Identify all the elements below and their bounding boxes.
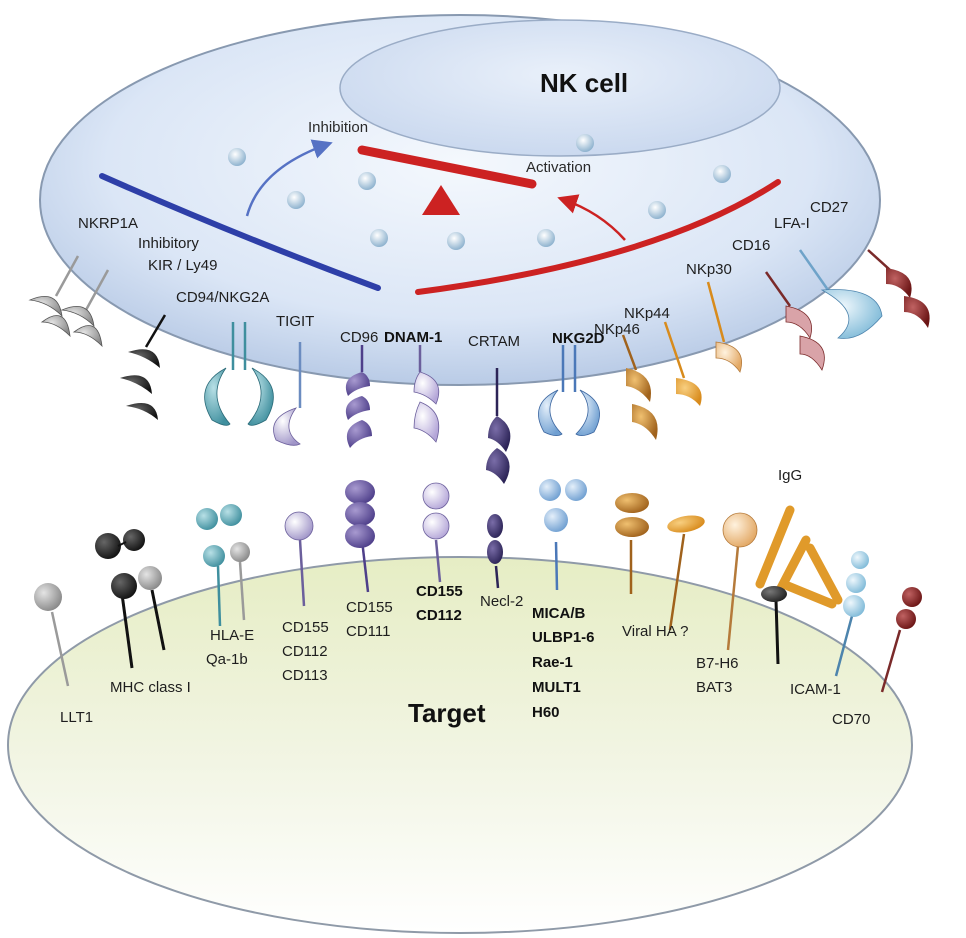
dnam1-receptor — [413, 345, 440, 443]
dnam1-label: DNAM-1 — [384, 329, 442, 346]
viral-ha-label: Viral HA ? — [622, 623, 688, 640]
tigit-label: TIGIT — [276, 313, 314, 330]
tigit-receptor — [273, 342, 302, 446]
tigit-ligand-cd155-label: CD155 — [282, 619, 329, 636]
granule — [370, 229, 388, 247]
bat3-label: BAT3 — [696, 679, 732, 696]
cd27-label: CD27 — [810, 199, 848, 216]
necl2-ligand — [487, 514, 503, 589]
lfa1-receptor — [798, 249, 883, 339]
dnam1-ligands — [422, 482, 450, 583]
nkp30-label: NKp30 — [686, 261, 732, 278]
hla-e-ligand — [196, 504, 250, 627]
activating-signal-arc — [415, 179, 781, 295]
cd94-nkg2a-receptor — [204, 322, 274, 426]
cd96-label: CD96 — [340, 329, 378, 346]
granule — [358, 172, 376, 190]
crtam-receptor — [486, 368, 511, 484]
granule — [713, 165, 731, 183]
cd16-receptor — [764, 271, 825, 371]
viral-ha-ligands — [615, 493, 705, 631]
tigit-ligand-cd112-label: CD112 — [282, 643, 328, 660]
kir-ly49-receptor — [120, 314, 167, 420]
cd70-label: CD70 — [832, 711, 870, 728]
activation-label: Activation — [526, 159, 591, 176]
cd27-receptor — [867, 249, 930, 328]
inhibitory-signal-arc — [99, 173, 381, 291]
mult1-label: MULT1 — [532, 679, 581, 696]
nkrp1a-receptor — [28, 255, 110, 348]
crtam-label: CRTAM — [468, 333, 520, 350]
mica-b-label: MICA/B — [532, 605, 585, 622]
granule — [537, 229, 555, 247]
cytoplasmic-granules — [228, 134, 731, 250]
cd96-ligands — [345, 480, 375, 593]
b7-h6-ligand — [722, 512, 758, 651]
dnam1-ligand-cd112-label: CD112 — [416, 607, 462, 624]
mhc-class-i-ligand — [95, 529, 166, 669]
granule — [447, 232, 465, 250]
igg-antibody — [755, 505, 843, 665]
cd96-ligand-cd111-label: CD111 — [346, 623, 390, 640]
hla-e-label: HLA-E — [210, 627, 254, 644]
inhibition-arrow — [245, 139, 333, 217]
h60-label: H60 — [532, 704, 560, 721]
granule — [648, 201, 666, 219]
inhibition-label: Inhibition — [308, 119, 368, 136]
cd70-ligand — [880, 587, 922, 693]
nkg2d-receptor — [538, 345, 600, 436]
inhibitory-label: Inhibitory — [138, 235, 199, 252]
dnam1-ligand-cd155-label: CD155 — [416, 583, 463, 600]
rae-1-label: Rae-1 — [532, 654, 573, 671]
kir-ly49-label: KIR / Ly49 — [148, 257, 217, 274]
nkg2d-ligands — [539, 479, 587, 591]
nkp44-receptor — [663, 321, 702, 406]
cd96-receptor — [345, 345, 372, 448]
llt1-ligand — [34, 583, 70, 687]
icam1-ligand — [834, 551, 869, 677]
tigit-ligands — [284, 511, 314, 607]
granule — [228, 148, 246, 166]
tigit-ligand-cd113-label: CD113 — [282, 667, 328, 684]
mhc-class-i-label: MHC class I — [110, 679, 191, 696]
target-cell-membrane — [7, 556, 913, 934]
target-title: Target — [408, 698, 486, 728]
nkrp1a-label: NKRP1A — [78, 215, 138, 232]
balance-fulcrum — [422, 185, 460, 215]
nk-cell-title: NK cell — [540, 68, 628, 98]
qa-1b-label: Qa-1b — [206, 651, 248, 668]
nkp46-label: NKp46 — [594, 321, 640, 338]
necl2-label: Necl-2 — [480, 593, 523, 610]
ulbp1-6-label: ULBP1-6 — [532, 629, 595, 646]
icam1-label: ICAM-1 — [790, 681, 841, 698]
granule — [287, 191, 305, 209]
nkp46-receptor — [621, 334, 658, 440]
cd94-nkg2a-label: CD94/NKG2A — [176, 289, 269, 306]
b7-h6-label: B7-H6 — [696, 655, 739, 672]
nkg2d-label: NKG2D — [552, 330, 605, 347]
cd16-label: CD16 — [732, 237, 770, 254]
lfa1-label: LFA-I — [774, 215, 810, 232]
nkp30-receptor — [706, 281, 742, 373]
signal-balance-beam — [357, 145, 537, 189]
activation-arrow — [557, 194, 626, 241]
nkp44-label: NKp44 — [624, 305, 670, 322]
nk-nucleus — [339, 19, 781, 157]
granule — [576, 134, 594, 152]
llt1-label: LLT1 — [60, 709, 93, 726]
cd96-ligand-cd155-label: CD155 — [346, 599, 393, 616]
igg-label: IgG — [778, 467, 802, 484]
